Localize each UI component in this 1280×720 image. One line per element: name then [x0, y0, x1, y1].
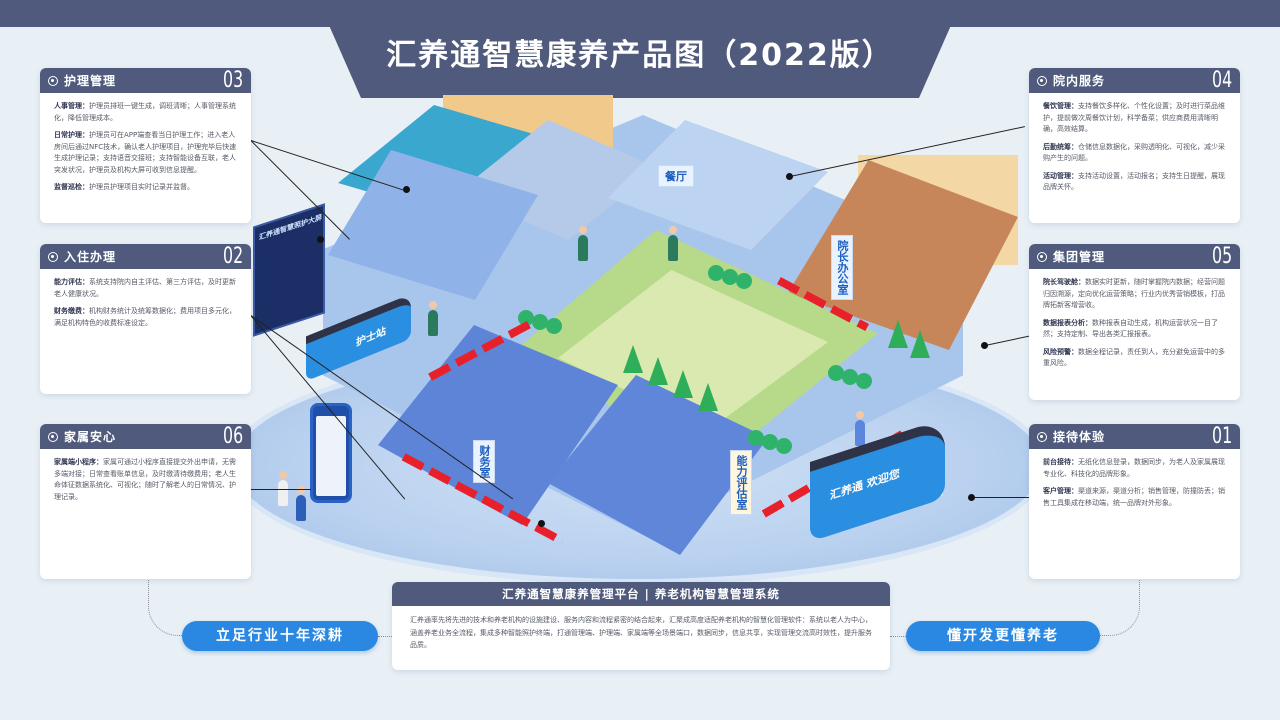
- bush-icon: [748, 430, 764, 446]
- finance-room-sign: 财务室: [473, 440, 495, 483]
- panel-item: 后勤统筹：仓储信息数据化，采购透明化、可视化，减少采购产生的问题。: [1043, 142, 1225, 163]
- dotted-connector: [378, 636, 392, 637]
- radio-dot-icon: [48, 431, 58, 442]
- assessment-room-sign: 能力评估室: [730, 450, 752, 515]
- panel-item: 日常护理：护理员可在APP端查看当日护理工作；进入老人房间后通过NFC技术，确认…: [54, 131, 237, 174]
- panel-item: 人事管理：护理员排班一键生成，调班清晰；人事管理系统化，降低管理成本。: [54, 102, 236, 122]
- smart-care-big-screen: 汇养通智慧照护大屏: [253, 203, 325, 337]
- panel-header: 院内服务 04: [1029, 68, 1240, 93]
- caregiver-figure: [578, 226, 588, 261]
- panel-item: 餐饮管理：支持餐饮多样化、个性化设置；及时进行菜品维护，提前做次周餐饮计划，科学…: [1043, 102, 1225, 133]
- family-figure: [278, 471, 288, 506]
- bush-icon: [708, 265, 724, 281]
- panel-inhouse-service: 院内服务 04 餐饮管理：支持餐饮多样化、个性化设置；及时进行菜品维护，提前做次…: [1029, 68, 1240, 223]
- director-office-sign: 院长办公室: [831, 235, 853, 300]
- receptionist-figure: [855, 411, 865, 446]
- staff-figure: [428, 301, 438, 336]
- panel-checkin: 入住办理 02 能力评估：系统支持院内自主评估、第三方评估，及时更新老人健康状况…: [40, 244, 251, 394]
- nurse-station-label: 护士站: [356, 325, 386, 350]
- dining-sign: 餐厅: [658, 165, 694, 187]
- leader-dot: [538, 520, 545, 527]
- panel-item: 家属端小程序：家属可通过小程序直接提交外出申请，无需多端对接；日常查看账单信息，…: [54, 458, 236, 501]
- family-figure: [296, 486, 306, 521]
- panel-header: 入住办理 02: [40, 244, 251, 269]
- isometric-illustration: 汇养通智慧照护大屏 护士站 汇养通 欢迎您 餐厅 院长办公室 财务室 能力评估室: [228, 95, 1048, 595]
- panel-item: 监督巡检：护理员护理项目实时记录并监督。: [54, 183, 194, 191]
- mobile-phone-illustration: [310, 403, 352, 503]
- panel-header: 集团管理 05: [1029, 244, 1240, 269]
- tree-icon: [698, 383, 718, 411]
- big-screen-label: 汇养通智慧照护大屏: [259, 213, 322, 242]
- platform-description: 汇养通率先将先进的技术和养老机构的设施建设、服务内容和流程紧密的结合起来，汇聚成…: [410, 616, 872, 649]
- tree-icon: [648, 357, 668, 385]
- panel-number: 06: [222, 424, 243, 449]
- page-title: 汇养通智慧康养产品图（2022版）: [386, 38, 894, 73]
- tree-icon: [910, 330, 930, 358]
- panel-item: 能力评估：系统支持院内自主评估、第三方评估，及时更新老人健康状况。: [54, 278, 236, 298]
- leader-dot: [786, 173, 793, 180]
- leader-dot: [981, 342, 988, 349]
- phone-screen: [316, 416, 346, 496]
- tree-icon: [888, 320, 908, 348]
- panel-item: 风险预警：数据全程记录，责任到人，充分避免运营中的多重风险。: [1043, 347, 1225, 368]
- panel-title: 集团管理: [1053, 250, 1106, 264]
- radio-dot-icon: [48, 75, 58, 86]
- platform-summary-box: 汇养通智慧康养管理平台 | 养老机构智慧管理系统 汇养通率先将先进的技术和养老机…: [392, 582, 890, 670]
- panel-number: 04: [1211, 68, 1232, 93]
- bush-icon: [828, 365, 844, 381]
- tree-icon: [673, 370, 693, 398]
- panel-title: 接待体验: [1053, 430, 1106, 444]
- tree-icon: [623, 345, 643, 373]
- panel-number: 05: [1211, 244, 1232, 269]
- slogan-right: 懂开发更懂养老: [906, 621, 1100, 651]
- panel-number: 02: [222, 244, 243, 269]
- panel-number: 03: [222, 68, 243, 93]
- panel-nursing-management: 护理管理 03 人事管理：护理员排班一键生成，调班清晰；人事管理系统化，降低管理…: [40, 68, 251, 223]
- title-banner: [330, 0, 950, 98]
- panel-family: 家属安心 06 家属端小程序：家属可通过小程序直接提交外出申请，无需多端对接；日…: [40, 424, 251, 579]
- panel-item: 财务缴费：机构财务统计及统筹数据化；费用项目多元化，满足机构特色的收费标准设定。: [54, 307, 236, 327]
- panel-header: 家属安心 06: [40, 424, 251, 449]
- panel-title: 护理管理: [64, 74, 117, 88]
- panel-title: 家属安心: [64, 430, 117, 444]
- caregiver-figure: [668, 226, 678, 261]
- panel-header: 接待体验 01: [1029, 424, 1240, 449]
- leader-dot: [403, 186, 410, 193]
- leader-dot: [968, 494, 975, 501]
- panel-item: 客户管理：渠道来源，渠道分析；销售管理，防撞防丢；销售工具集成在移动端，统一品牌…: [1043, 487, 1225, 507]
- leader-dot: [317, 236, 324, 243]
- radio-dot-icon: [1037, 251, 1047, 262]
- radio-dot-icon: [1037, 75, 1047, 86]
- panel-item: 数据报表分析：数种报表自动生成，机构运营状况一目了然；支持定制、导出各类汇报报表…: [1043, 318, 1218, 339]
- panel-title: 院内服务: [1053, 74, 1106, 88]
- radio-dot-icon: [48, 251, 58, 262]
- panel-item: 院长驾驶舱：数据实时更新，随时掌握院内数据；经营问题归因溯源，定向优化运营策略；…: [1043, 278, 1225, 309]
- leader-line: [251, 489, 311, 490]
- slogan-left: 立足行业十年深耕: [182, 621, 378, 651]
- panel-group-management: 集团管理 05 院长驾驶舱：数据实时更新，随时掌握院内数据；经营问题归因溯源，定…: [1029, 244, 1240, 400]
- panel-header: 护理管理 03: [40, 68, 251, 93]
- dotted-connector: [890, 636, 906, 637]
- panel-reception-experience: 接待体验 01 前台接待：无纸化信息登录，数据同步，为老人及家属展现专业化、科技…: [1029, 424, 1240, 579]
- radio-dot-icon: [1037, 431, 1047, 442]
- panel-item: 活动管理：支持活动设置，活动报名；支持生日提醒，展现品牌关怀。: [1043, 171, 1225, 192]
- leader-line: [972, 497, 1030, 498]
- panel-number: 01: [1211, 424, 1232, 449]
- panel-item: 前台接待：无纸化信息登录，数据同步，为老人及家属展现专业化、科技化的品牌形象。: [1043, 458, 1225, 478]
- reception-desk-label: 汇养通 欢迎您: [830, 466, 900, 503]
- panel-title: 入住办理: [64, 250, 117, 264]
- platform-title: 汇养通智慧康养管理平台 | 养老机构智慧管理系统: [392, 582, 890, 606]
